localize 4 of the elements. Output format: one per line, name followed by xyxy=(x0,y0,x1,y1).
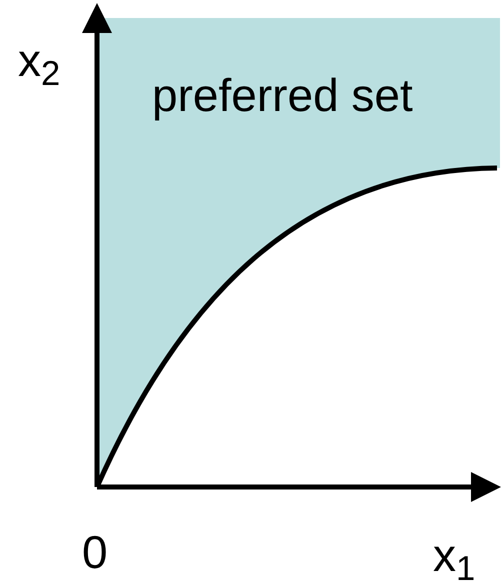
axis-label: x$_{2}$ xyxy=(18,33,60,90)
origin-label: 0 xyxy=(82,525,108,580)
region-label: preferred set xyxy=(152,68,414,123)
axis-label: x$_{1}$ xyxy=(433,528,476,585)
